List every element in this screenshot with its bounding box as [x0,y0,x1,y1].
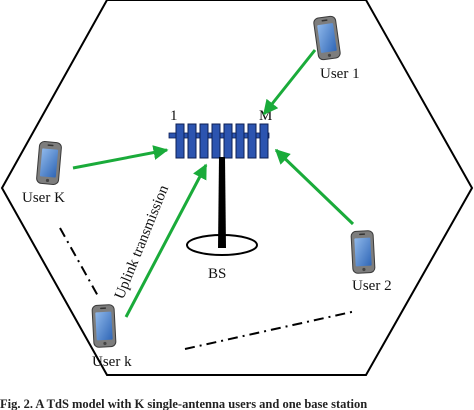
user-2-phone-icon [350,229,376,275]
uplink-arrow-user-1 [262,49,317,116]
antenna-index-first: 1 [170,108,178,124]
antenna-array [168,123,270,159]
user-k-lower-phone-icon [91,303,117,349]
uplink-arrow-user-k-lower [124,163,208,318]
uplink-arrow-user-k-upper [72,145,169,170]
user-1-label: User 1 [320,66,360,82]
user-1-phone-icon [312,15,342,61]
user-2-label: User 2 [352,278,392,294]
cell-boundary [0,0,474,376]
user-k-lower-label: User k [92,354,132,370]
figure-caption: Fig. 2. A TdS model with K single-antenn… [0,397,367,410]
base-station-label: BS [208,266,226,282]
more-users-ellipsis-bottom [184,310,357,350]
antenna-mast [218,157,226,248]
base-station-ring [186,234,258,256]
user-k-upper-label: User K [22,190,65,206]
uplink-arrow-user-2 [274,148,355,226]
user-k-upper-phone-icon [35,140,63,186]
more-users-ellipsis-left [59,227,99,297]
